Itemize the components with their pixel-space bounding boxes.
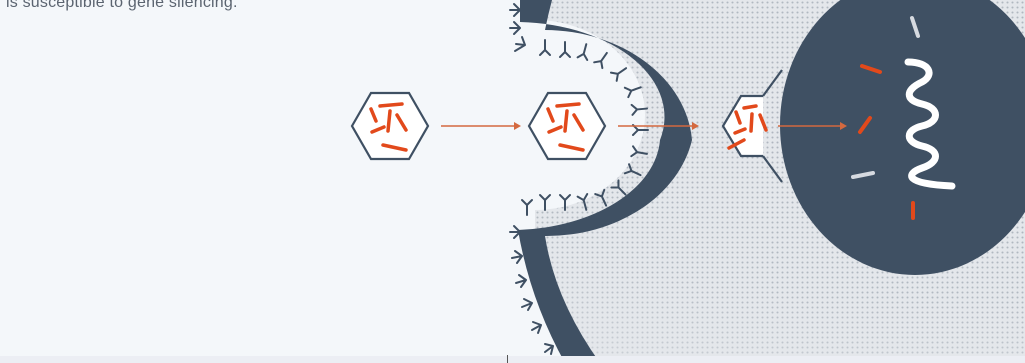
y-receptor-icon xyxy=(540,195,550,210)
y-receptor-icon xyxy=(510,226,520,238)
y-receptor-icon xyxy=(522,299,532,310)
bottom-tick xyxy=(507,355,508,363)
y-receptor-icon xyxy=(532,322,541,333)
y-receptor-icon xyxy=(540,40,550,55)
y-receptor-icon xyxy=(611,64,629,81)
y-receptor-icon xyxy=(512,251,522,263)
arrow-1 xyxy=(441,122,521,130)
y-receptor-icon xyxy=(578,43,592,60)
y-receptor-icon xyxy=(522,200,532,215)
y-receptor-icon xyxy=(516,275,526,287)
y-receptor-icon xyxy=(594,50,611,68)
y-receptor-icon xyxy=(545,344,553,354)
y-receptor-icon xyxy=(510,22,520,34)
virus-particle-outside xyxy=(352,93,428,159)
y-receptor-icon xyxy=(560,42,570,57)
bottom-bar xyxy=(0,356,1025,363)
virus-particle-docking xyxy=(529,93,605,159)
y-receptor-icon xyxy=(515,37,525,51)
y-receptor-icon xyxy=(510,4,520,16)
